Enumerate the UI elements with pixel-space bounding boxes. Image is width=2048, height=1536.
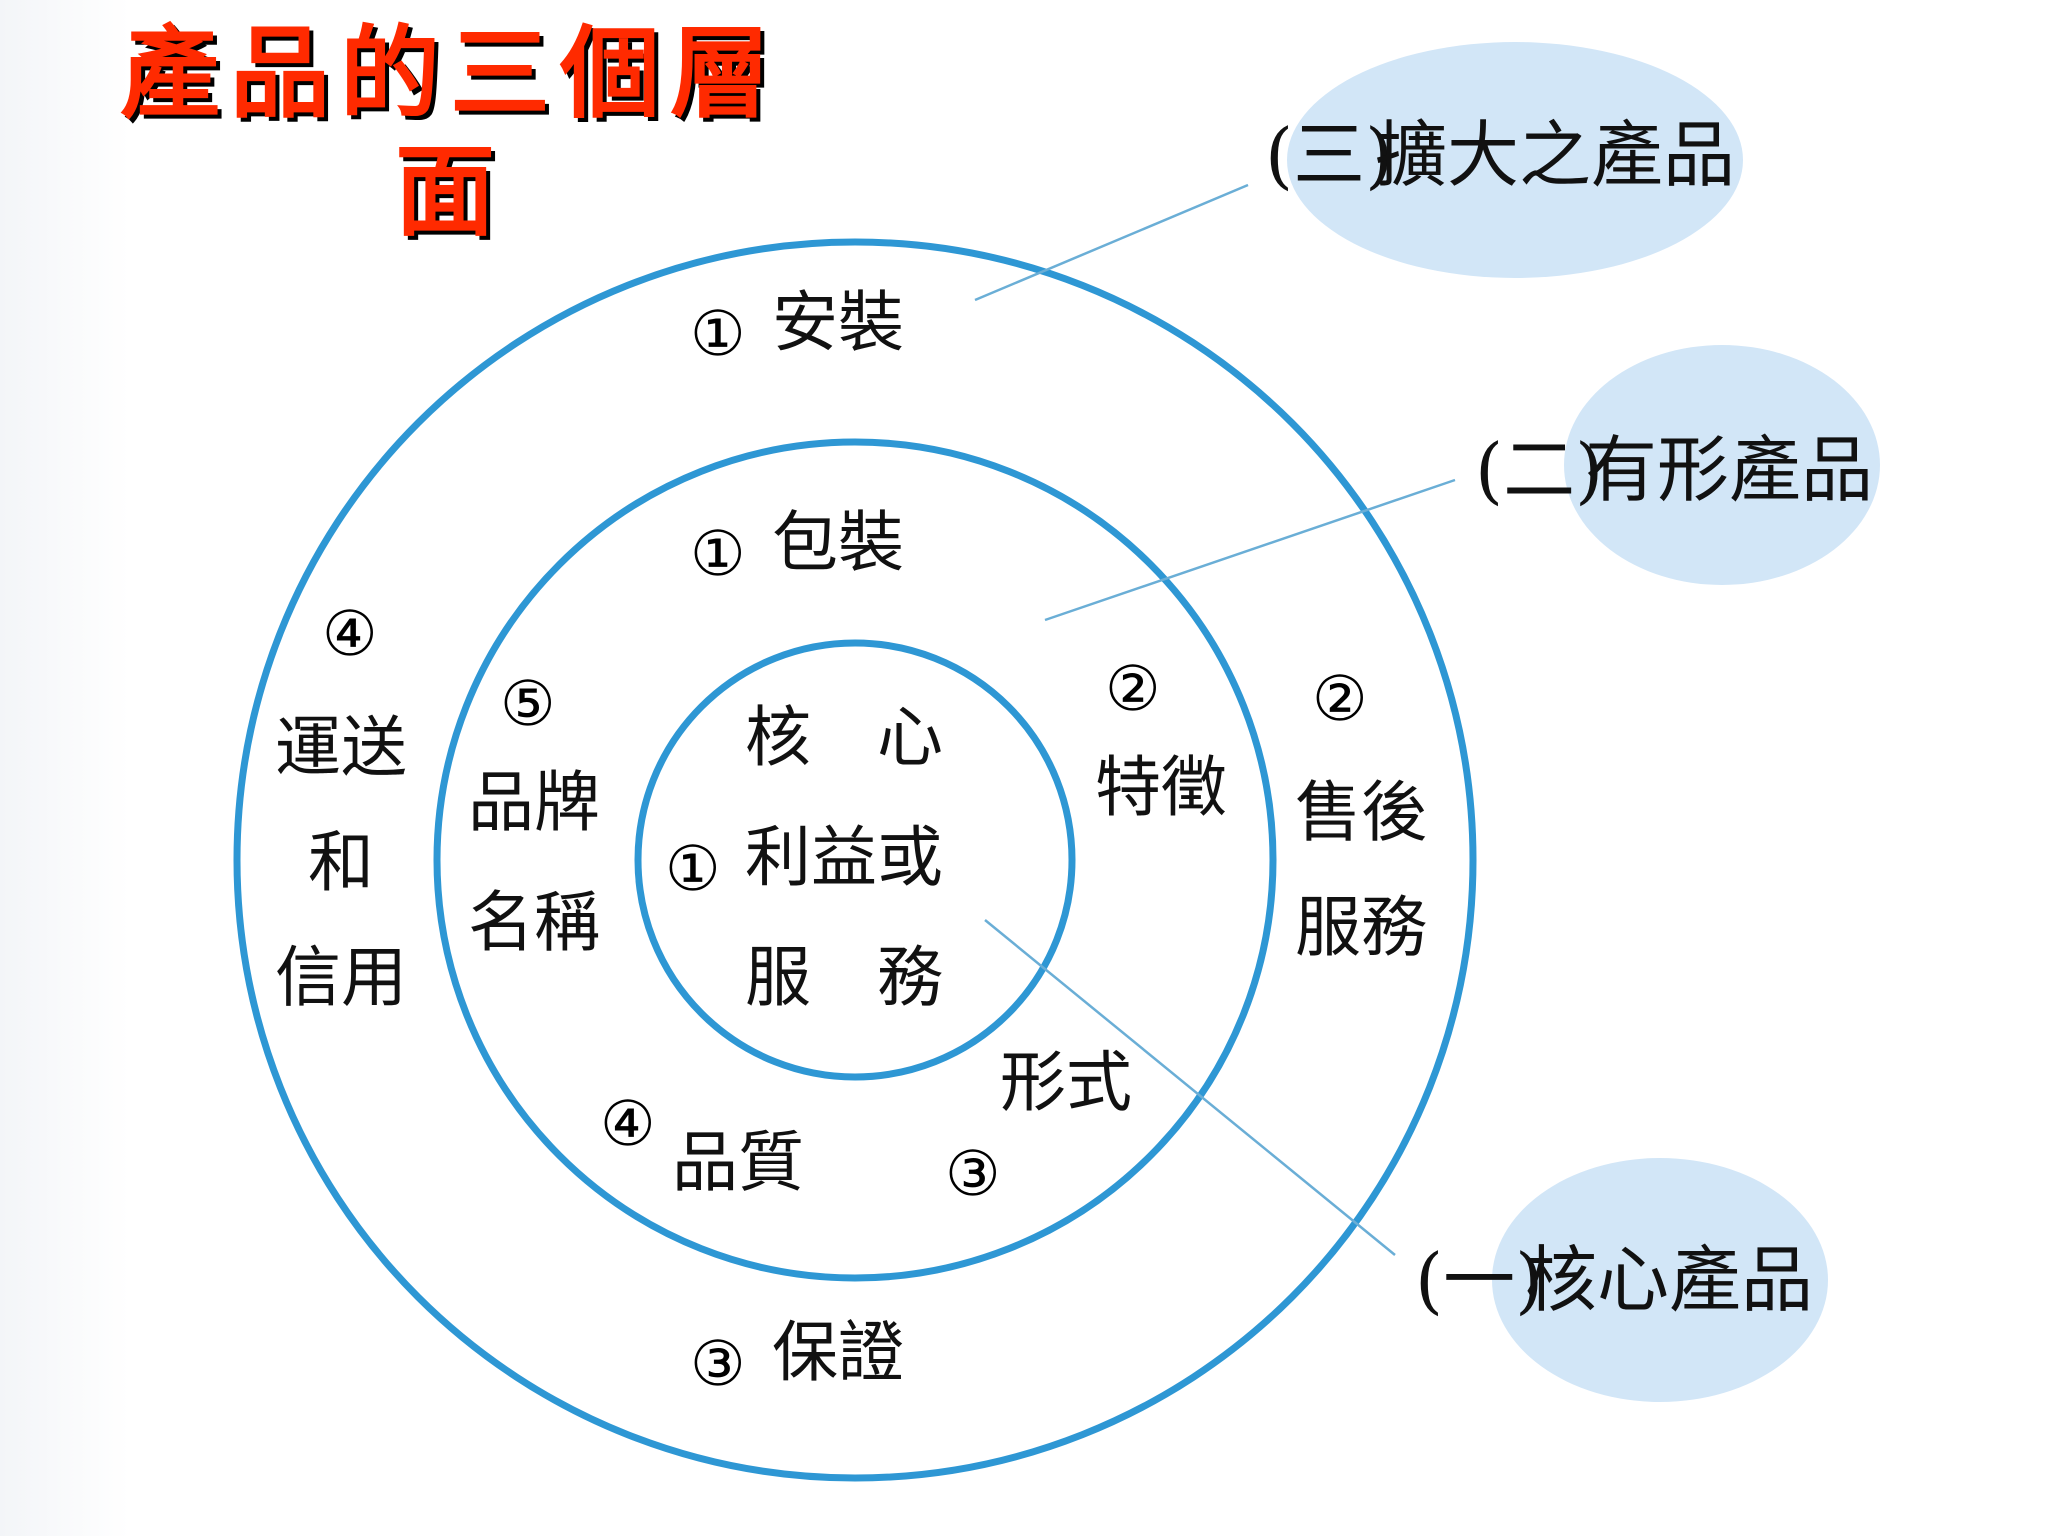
tangible-callout-bubble bbox=[1564, 345, 1880, 585]
after-sale-service-label-line-1: 售後 bbox=[1295, 774, 1427, 851]
core-number: ① bbox=[665, 832, 721, 905]
packaging-label: 包裝 bbox=[772, 504, 904, 581]
augmented-level-name: 擴大之產品 bbox=[1375, 113, 1735, 197]
brand-name-label-line-1: 品牌 bbox=[468, 764, 600, 841]
core-level-marker: (一) bbox=[1415, 1238, 1543, 1322]
core-callout-bubble bbox=[1492, 1158, 1828, 1402]
augmented-product-ring bbox=[233, 238, 1477, 1482]
core-product-ring bbox=[634, 639, 1076, 1081]
slide-edge-shade bbox=[0, 0, 130, 1536]
tangible-level-marker: (二) bbox=[1475, 428, 1603, 512]
installation-number: ① bbox=[690, 297, 746, 370]
features-label: 特徵 bbox=[1095, 749, 1227, 826]
styling-number: ③ bbox=[945, 1137, 1001, 1210]
after-sale-service-label-line-2: 服務 bbox=[1295, 889, 1427, 966]
delivery-credit-label-line-3: 信用 bbox=[275, 939, 407, 1016]
brand-name-label-line-2: 名稱 bbox=[468, 884, 600, 961]
delivery-credit-label-line-2: 和 bbox=[308, 824, 374, 901]
augmented-leader-line bbox=[974, 183, 1249, 302]
warranty-label: 保證 bbox=[772, 1314, 904, 1391]
tangible-leader-line bbox=[1044, 478, 1456, 622]
styling-label: 形式 bbox=[1000, 1044, 1132, 1121]
core-level-name: 核心產品 bbox=[1525, 1238, 1813, 1322]
brand-name-number: ⑤ bbox=[500, 667, 556, 740]
tangible-level-name: 有形產品 bbox=[1585, 428, 1873, 512]
core-text-line-2: 利益或 bbox=[745, 819, 943, 896]
tangible-product-ring bbox=[433, 438, 1277, 1282]
installation-label: 安裝 bbox=[772, 284, 904, 361]
quality-label: 品質 bbox=[672, 1124, 804, 1201]
features-number: ② bbox=[1105, 652, 1161, 725]
core-text-line-3: 服 務 bbox=[745, 939, 943, 1016]
slide-title: 產品的三個層面 bbox=[120, 15, 780, 250]
augmented-callout-bubble bbox=[1287, 42, 1743, 278]
delivery-credit-label-line-1: 運送 bbox=[275, 709, 407, 786]
packaging-number: ① bbox=[690, 517, 746, 590]
warranty-number: ③ bbox=[690, 1327, 746, 1400]
after-sale-service-number: ② bbox=[1312, 662, 1368, 735]
core-leader-line bbox=[984, 919, 1396, 1256]
augmented-level-marker: (三) bbox=[1265, 113, 1393, 197]
core-text-line-1: 核 心 bbox=[745, 699, 943, 776]
quality-number: ④ bbox=[600, 1087, 656, 1160]
delivery-credit-number: ④ bbox=[322, 597, 378, 670]
